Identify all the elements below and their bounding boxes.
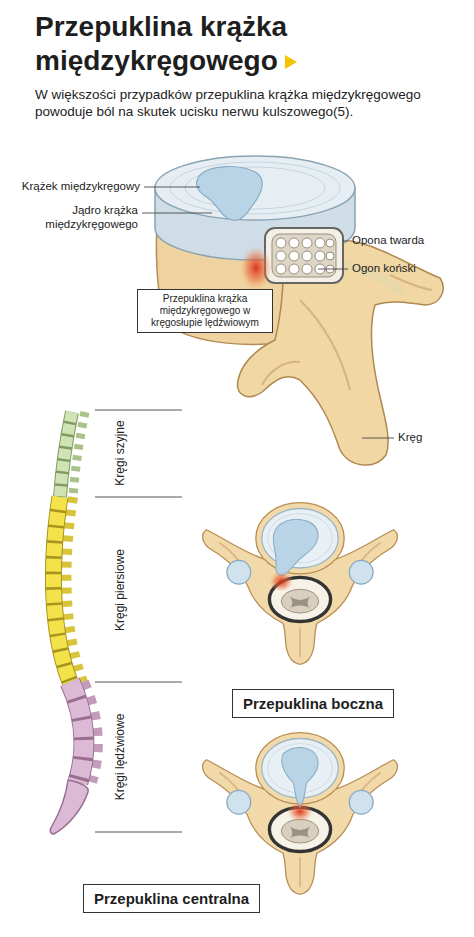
part-label: Krążek międzykręgowy [8,179,140,193]
intro-text: W większości przypadków przepuklina krąż… [35,86,455,120]
compression-highlight [269,571,293,591]
sacrum [50,780,88,834]
label-box: Przepuklina centralna [83,884,260,913]
herniation-highlight [240,246,272,290]
region-label: Kręgi piersiowe [113,549,127,631]
nerve-fiber [302,238,312,248]
bracket-line [95,410,182,411]
nerve-fiber [289,251,299,261]
lumbar-vertebrae [70,682,84,782]
cervical-outline [60,412,72,497]
page-title: Przepuklina krążka międzykręgowego [35,11,287,76]
region-brackets [95,410,182,832]
part-label: Kręg [398,430,464,444]
lateral-herniation-section [203,503,398,665]
title-triangle [284,54,298,70]
nerve-fiber [289,264,299,274]
nerve-fiber [326,239,334,247]
nerve-fiber [289,238,299,248]
bracket-line [95,682,182,683]
part-label: Jądro krążka międzykręgowego [34,203,138,231]
nerve-fiber [302,264,312,274]
vertebra-section-copy [203,503,398,665]
box-text: Przepuklina krążka międzykręgowego w krę… [142,293,268,329]
dura-mater [265,228,343,283]
nerve-fiber [276,251,286,261]
lumbar-outline [70,682,84,782]
cervical-vertebrae [60,412,72,497]
part-label: Ogon koński [352,261,464,275]
region-label: Kręgi szyjne [113,420,127,485]
nucleus [196,167,262,221]
title-block: Przepuklina krążka międzykręgowego [35,10,365,78]
leader-line [144,187,200,188]
disc-top [155,156,355,220]
leader-line [142,213,212,214]
nerve-fiber [326,252,334,260]
leader-line [318,269,348,270]
nerve-fiber [302,251,312,261]
region-label: Kręgi lędźwiowe [113,714,127,801]
spine [50,412,97,834]
compression-highlight [287,801,313,821]
bone-shading [262,275,432,390]
herniated-nucleus [282,748,318,808]
part-label: Opona twarda [352,233,464,247]
herniated-nucleus [273,519,318,575]
label-box: Przepuklina boczna [232,689,394,718]
thoracic-vertebrae [53,497,70,682]
label-box: Przepuklina krążka międzykręgowego w krę… [137,289,273,333]
leader-line [343,241,348,242]
leader-line [362,438,394,439]
canal-inner [272,234,336,277]
triangle-shape [285,55,297,69]
central-herniation-section [203,733,398,895]
thoracic-outline [53,497,70,682]
spinous-processes [66,412,96,782]
nerve-fiber [276,238,286,248]
box-text: Przepuklina centralna [94,889,249,908]
bracket-line [95,832,182,833]
nerve-fiber [315,251,325,261]
nerve-fiber [276,264,286,274]
bracket-line [95,497,182,498]
box-text: Przepuklina boczna [243,694,383,713]
nerve-fiber [315,238,325,248]
vertebra-section-copy [203,733,398,895]
